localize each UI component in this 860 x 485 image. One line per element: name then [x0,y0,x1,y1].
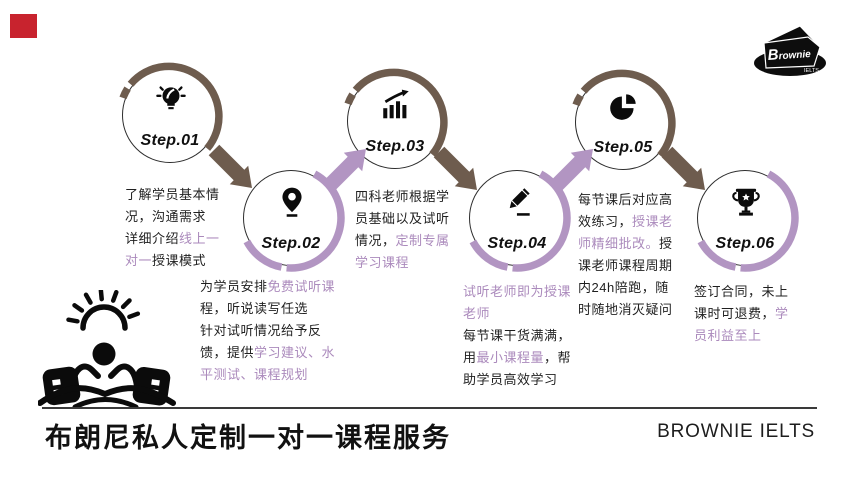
footer-divider [42,407,817,409]
logo-brownie-text: Brownie [767,44,812,64]
step-label-4: Step.04 [487,235,547,252]
arrow-step2-to-step3 [317,143,372,198]
step5-arc [571,69,676,158]
logo-ielts-text: IELTS [804,68,819,74]
step-desc-6: 签订合同，未上 课时可退费，学 员利益至上 [694,284,789,343]
step-desc-5: 每节课后对应高 效练习，授课老 师精细批改。授 课老师课程周期 内24h陪跑，随… [578,192,673,317]
step-label-1: Step.01 [140,132,200,149]
arrow-step5-to-step6 [656,141,711,196]
growth-chart-icon [383,89,409,119]
step-circle-6: Step.06 [697,170,799,272]
map-pin-icon [282,187,302,217]
step3-arc [343,68,448,157]
arrow-step4-to-step5 [544,143,599,198]
step-label-3: Step.03 [365,138,425,155]
step-circle-3: Step.03 [343,68,448,169]
relaxing-learner-icon [38,290,176,408]
footer-brand: BROWNIE IELTS [657,421,815,442]
red-corner-mark [10,14,37,38]
brownie-logo: Brownie IELTS [754,25,826,76]
step-label-2: Step.02 [261,235,321,252]
step-desc-1: 了解学员基本情 况，沟通需求 详细介绍线上一 对一授课模式 [125,187,220,268]
lightbulb-icon [156,86,186,110]
pie-chart-icon [610,94,636,120]
step-circle-5: Step.05 [571,69,676,170]
step-circle-4: Step.04 [469,170,571,272]
step6-arc [697,170,799,272]
step-circle-1: Step.01 [118,62,223,163]
step-desc-4: 试听老师即为授课 老师 每节课干货满满， 用最小课程量，帮 助学员高效学习 [463,284,572,387]
step-desc-2: 为学员安排免费试听课 程，听说读写任选 针对试听情况给予反 馈，提供学习建议、水… [200,279,336,382]
arrow-step1-to-step2 [203,139,258,194]
footer-title: 布朗尼私人定制一对一课程服务 [45,423,451,453]
step-label-6: Step.06 [715,235,775,252]
step-label-5: Step.05 [593,139,653,156]
step-desc-3: 四科老师根据学 员基础以及试听 情况，定制专属 学习课程 [355,189,450,270]
step-circle-2: Step.02 [243,170,345,272]
step1-arc [118,62,223,151]
arrow-step3-to-step4 [428,141,483,196]
trophy-icon [732,188,760,216]
pencil-icon [509,188,530,216]
